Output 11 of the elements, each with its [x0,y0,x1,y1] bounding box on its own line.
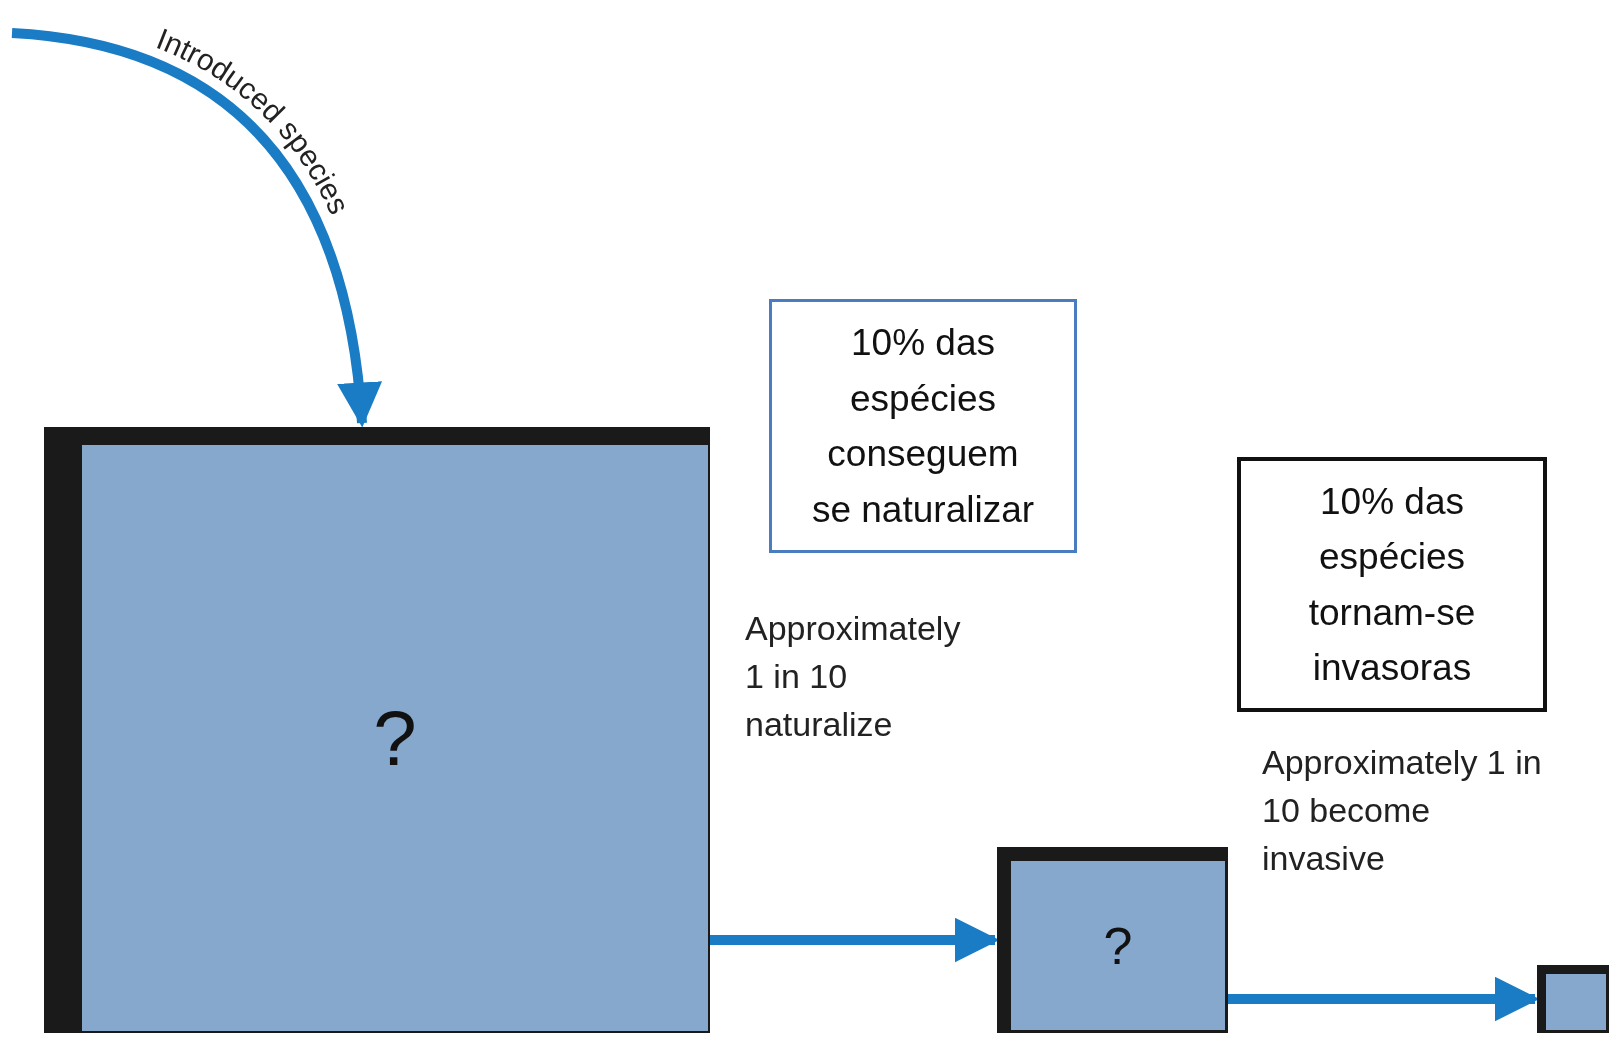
cube-block [44,427,710,1033]
question-mark: ? [1103,915,1133,977]
annotation-text: Approximately 1 in 10 become invasive [1262,742,1543,879]
cube-block [997,847,1228,1033]
note-text: 10% das espécies conseguem se naturalizar [810,321,1036,532]
question-mark: ? [373,692,417,784]
cube-block [1537,965,1609,1033]
note-text: 10% das espécies tornam-se invasoras [1307,479,1477,690]
note-box [1237,457,1547,712]
note-box [769,299,1077,553]
annotation-text: Approximately 1 in 10 naturalize [745,608,962,745]
